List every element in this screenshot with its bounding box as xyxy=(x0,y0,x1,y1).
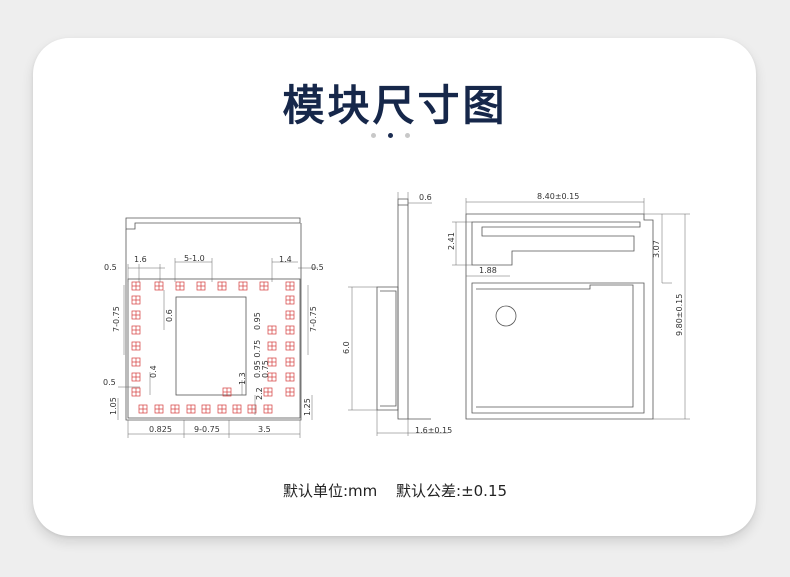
dim-label: 2.2 xyxy=(255,387,264,400)
dim-label: 7-0.75 xyxy=(112,306,121,332)
dim-label: 5-1.0 xyxy=(184,254,205,263)
dim-label: 1.05 xyxy=(109,397,118,415)
dim-label: 0.825 xyxy=(149,425,172,434)
dim-label: 2.41 xyxy=(447,232,456,250)
dim-label: 1.3 xyxy=(238,372,247,385)
dim-label: 8.40±0.15 xyxy=(537,192,579,201)
page-title: 模块尺寸图 xyxy=(282,81,508,130)
dim-label: 0.5 xyxy=(311,263,324,272)
carousel-dot[interactable] xyxy=(405,133,410,138)
carousel-dot[interactable] xyxy=(371,133,376,138)
dim-label: 1.6±0.15 xyxy=(415,426,452,435)
bottom-view-dimension-lines xyxy=(117,258,318,438)
dim-label: 9.80±0.15 xyxy=(675,294,684,336)
dim-label: 0.95 xyxy=(253,312,262,330)
dim-label: 0.6 xyxy=(419,193,432,202)
dim-label: 3.5 xyxy=(258,425,271,434)
bottom-view-module xyxy=(125,217,302,421)
unit-note: 默认单位:mm xyxy=(282,482,378,500)
pin-pads xyxy=(131,281,295,414)
carousel-dot-active[interactable] xyxy=(388,133,393,138)
footer-note: 默认单位:mm 默认公差:±0.15 xyxy=(0,480,790,501)
dim-label: 7-0.75 xyxy=(309,306,318,332)
dim-label: 0.5 xyxy=(104,263,117,272)
dim-label: 0.75 xyxy=(261,360,270,378)
dim-label: 0.5 xyxy=(103,378,116,387)
side-view-dimension-lines xyxy=(348,192,448,436)
dim-label: 0.4 xyxy=(149,365,158,378)
dim-label: 1.88 xyxy=(479,266,497,275)
dim-label: 3.07 xyxy=(652,240,661,258)
dim-label: 6.0 xyxy=(342,341,351,354)
carousel-dots xyxy=(371,132,413,140)
dim-label: 1.6 xyxy=(134,255,147,264)
dim-label: 1.4 xyxy=(279,255,292,264)
side-view-module xyxy=(376,198,431,420)
top-view-module xyxy=(465,213,654,420)
tolerance-note: 默认公差:±0.15 xyxy=(396,482,508,500)
dim-label: 9-0.75 xyxy=(194,425,220,434)
top-view-dimension-lines xyxy=(452,198,690,420)
dim-label: 1.25 xyxy=(303,398,312,416)
dim-label: 0.6 xyxy=(165,309,174,322)
dim-label: 0.95 0.75 xyxy=(253,340,262,378)
